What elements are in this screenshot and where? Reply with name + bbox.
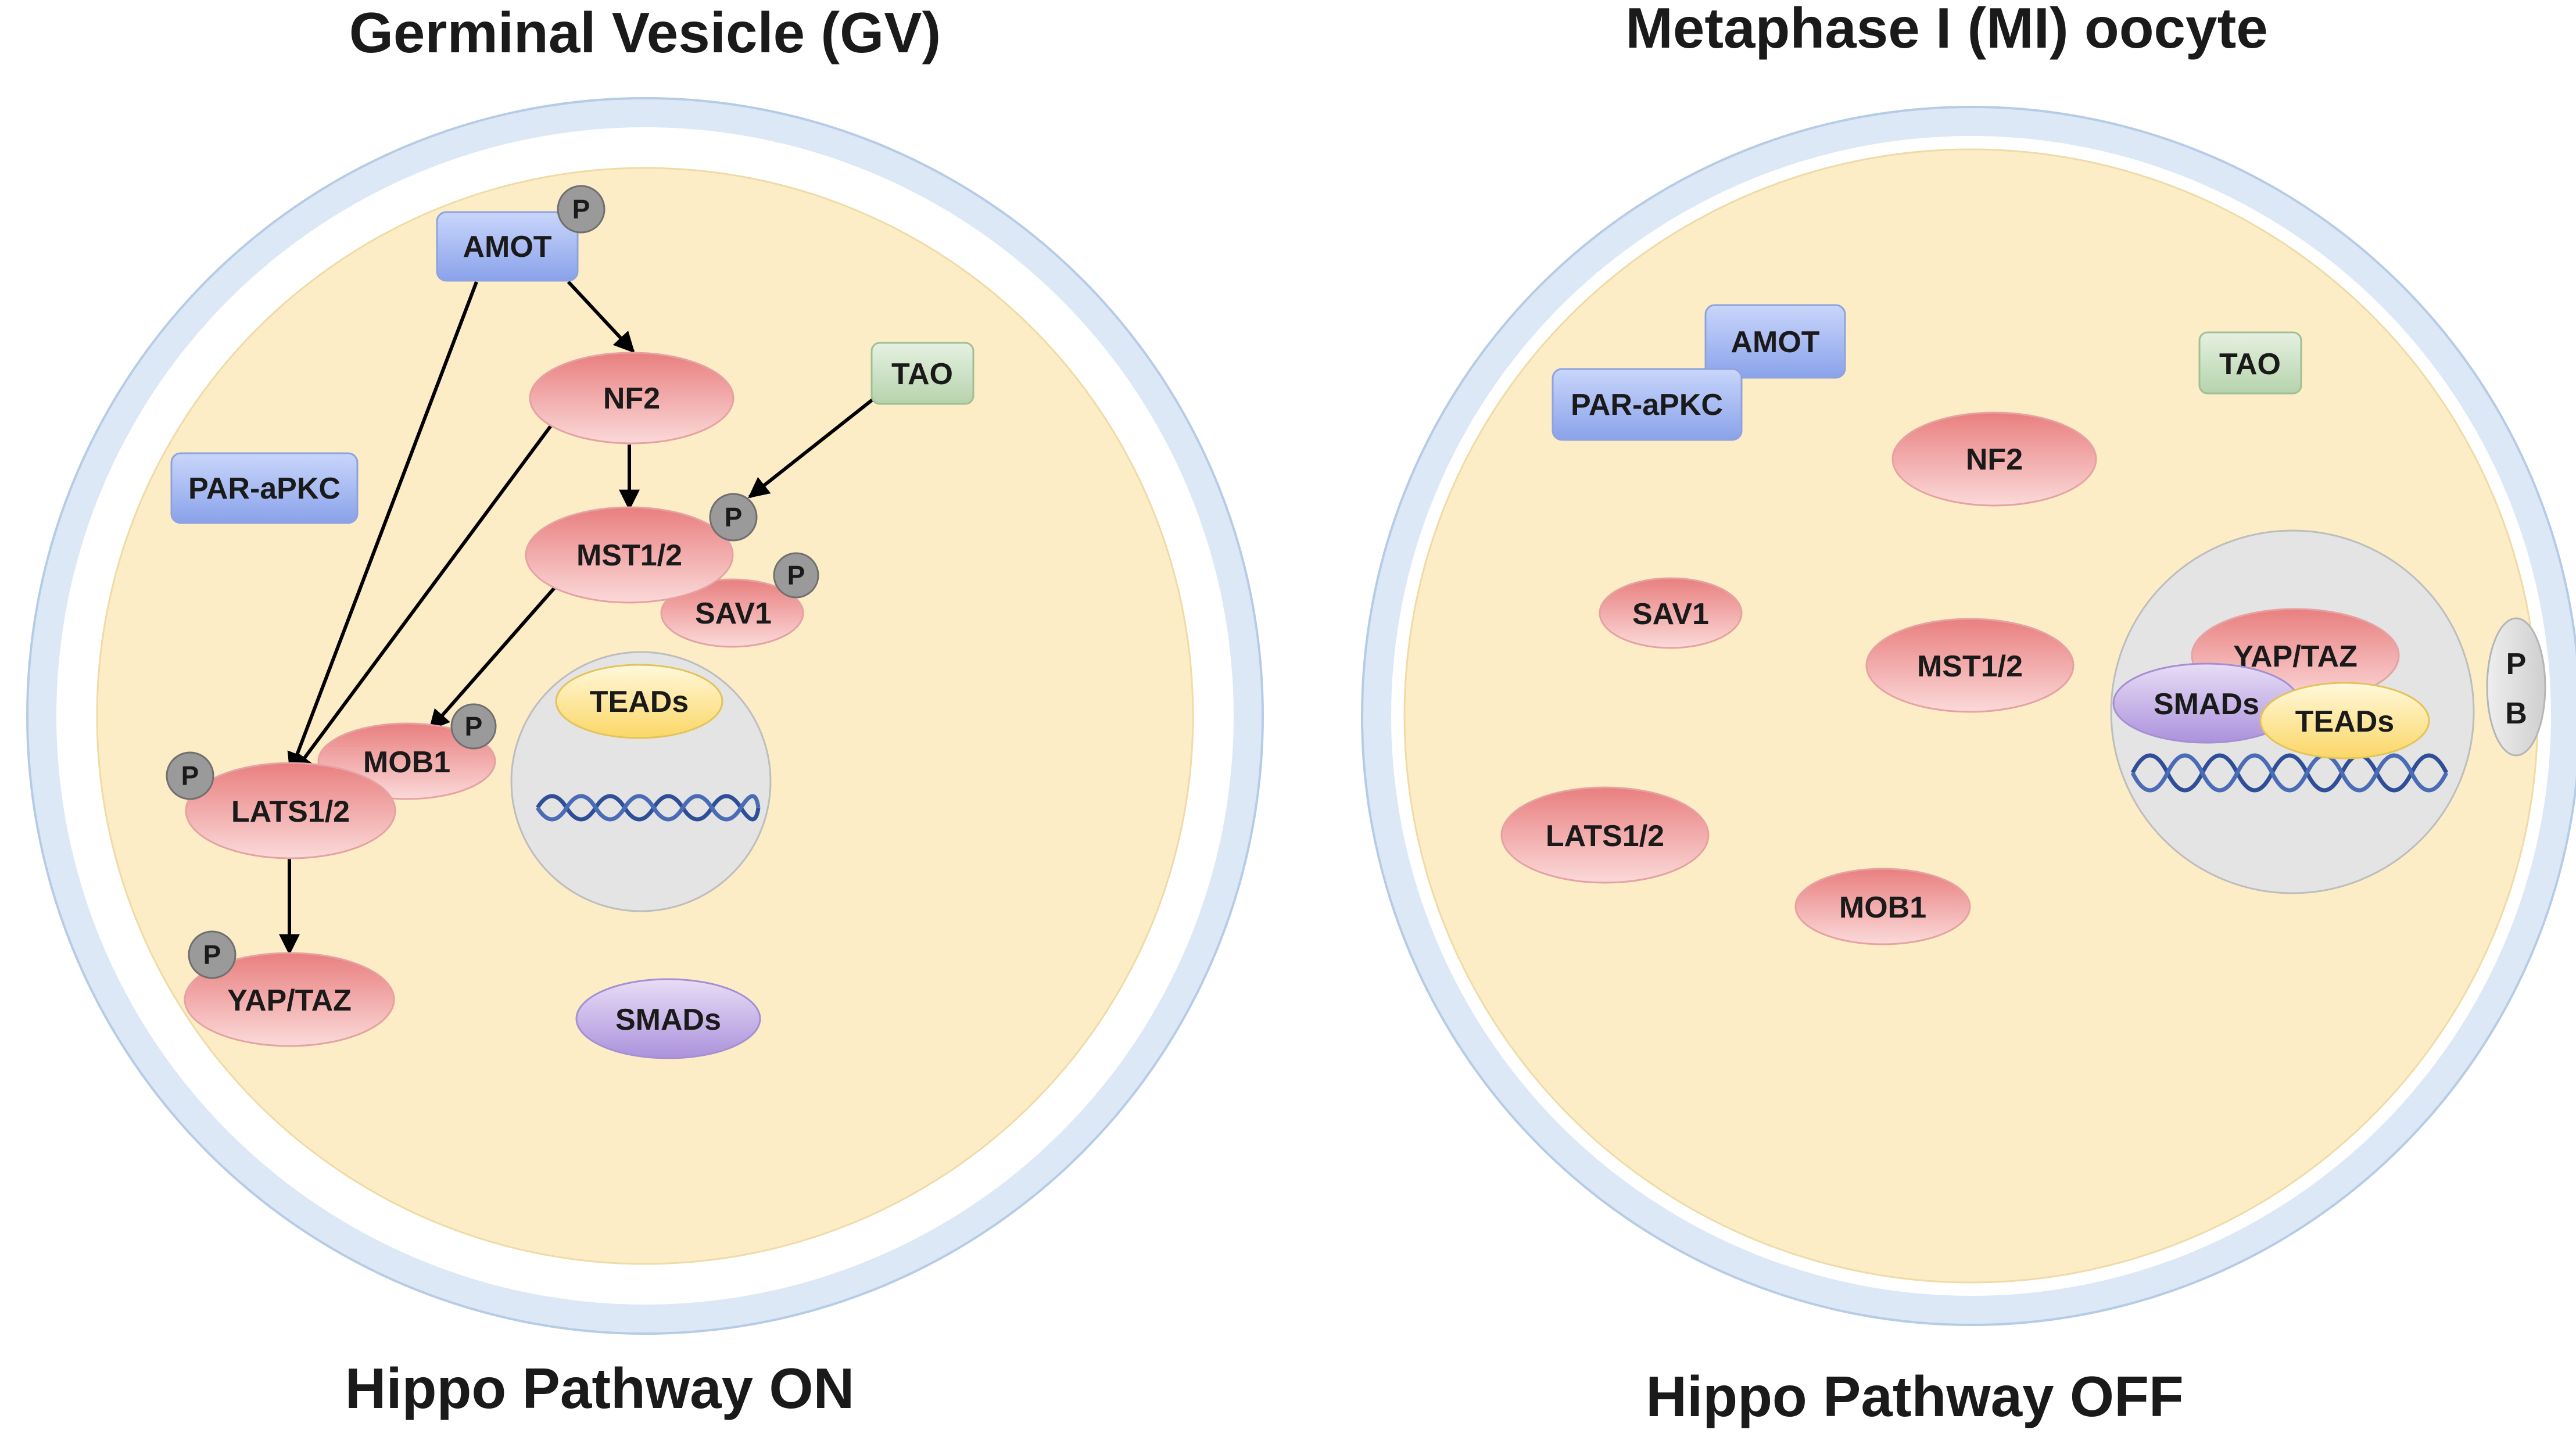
mi-mob1: MOB1: [1794, 868, 1971, 945]
gv-tao-label: TAO: [891, 357, 953, 391]
gv-sav1: SAV1: [660, 578, 804, 648]
gv-oocyte-panel: Germinal Vesicle (GV) AMOT P: [26, 1, 1264, 1420]
mi-sav1: SAV1: [1599, 577, 1743, 649]
gv-title: Germinal Vesicle (GV): [349, 1, 941, 65]
gv-mst12-label: MST1/2: [576, 539, 682, 572]
gv-yaptaz: YAP/TAZ: [184, 952, 395, 1047]
gv-mst12-phospho-label: P: [725, 502, 743, 532]
mi-yaptaz-label: YAP/TAZ: [2233, 640, 2358, 673]
mi-sav1-label: SAV1: [1632, 597, 1709, 631]
gv-dna-helix-2: [536, 794, 761, 822]
gv-mob1-phospho-label: P: [465, 711, 483, 741]
gv-nf2: NF2: [529, 352, 735, 445]
gv-yaptaz-phospho: P: [188, 930, 237, 979]
gv-sav1-phospho-label: P: [787, 560, 805, 590]
mi-mob1-label: MOB1: [1839, 891, 1926, 925]
gv-mob1-label: MOB1: [363, 746, 450, 779]
mi-teads-label: TEADs: [2295, 705, 2394, 739]
mi-dna-helix-2: [2130, 753, 2449, 793]
mi-amot: AMOT: [1704, 304, 1846, 379]
mi-pb-p-label: P: [2506, 647, 2527, 681]
mi-mst12-label: MST1/2: [1917, 650, 2023, 683]
mi-lats12-label: LATS1/2: [1546, 819, 1664, 853]
mi-amot-label: AMOT: [1731, 325, 1819, 359]
mi-lats12: LATS1/2: [1500, 786, 1710, 884]
mi-par-apkc-label: PAR-aPKC: [1571, 388, 1723, 422]
arrow-tao-to-mst: [748, 396, 876, 499]
mi-title: Metaphase I (MI) oocyte: [1625, 0, 2267, 60]
gv-sav1-phospho: P: [773, 552, 819, 599]
gv-amot: AMOT: [436, 211, 579, 282]
gv-footer: Hippo Pathway ON: [345, 1356, 855, 1420]
gv-nf2-label: NF2: [603, 382, 660, 415]
gv-sav1-label: SAV1: [695, 597, 772, 630]
gv-yaptaz-phospho-label: P: [203, 940, 221, 970]
gv-par-apkc: PAR-aPKC: [170, 452, 359, 524]
gv-teads: TEADs: [555, 664, 723, 739]
gv-mst12-phospho: P: [709, 493, 758, 542]
arrow-mst-to-mob1: [428, 583, 560, 731]
gv-smads: SMADs: [575, 978, 761, 1059]
arrow-amot-to-lats: [287, 281, 478, 774]
gv-mob1-phospho: P: [450, 703, 497, 750]
mi-teads: TEADs: [2259, 682, 2430, 760]
gv-teads-label: TEADs: [590, 685, 689, 719]
mi-tao-label: TAO: [2219, 347, 2281, 381]
gv-smads-label: SMADs: [615, 1003, 721, 1037]
mi-par-apkc: PAR-aPKC: [1552, 368, 1743, 441]
gv-amot-phospho: P: [557, 185, 606, 234]
gv-yaptaz-label: YAP/TAZ: [227, 984, 352, 1018]
gv-mst12: MST1/2: [525, 506, 734, 604]
gv-lats12-label: LATS1/2: [231, 795, 350, 829]
mi-dna-helix-1: [2130, 753, 2449, 793]
mi-nf2: NF2: [1891, 411, 2097, 507]
mi-smads: SMADs: [2112, 662, 2301, 744]
gv-lats12: LATS1/2: [185, 762, 396, 859]
mi-polar-body: P B: [2486, 617, 2546, 757]
gv-lats12-phospho: P: [166, 751, 214, 800]
gv-tao: TAO: [870, 342, 974, 405]
gv-par-apkc-label: PAR-aPKC: [188, 472, 341, 506]
gv-pathway-arrows: [279, 280, 876, 955]
gv-amot-phospho-label: P: [572, 194, 590, 224]
mi-footer: Hippo Pathway OFF: [1646, 1364, 2184, 1428]
mi-smads-label: SMADs: [2154, 687, 2259, 721]
mi-oocyte-panel: Metaphase I (MI) oocyte P B AMOT PAR-aPK…: [1361, 0, 2576, 1428]
mi-pb-b-label: B: [2505, 697, 2527, 730]
mi-nf2-label: NF2: [1966, 443, 2023, 477]
mi-tao: TAO: [2198, 331, 2302, 395]
arrow-amot-to-nf2: [567, 280, 635, 353]
gv-lats12-phospho-label: P: [181, 761, 199, 791]
arrow-nf2-to-lats: [292, 423, 554, 775]
gv-amot-label: AMOT: [463, 230, 551, 264]
mi-mst12: MST1/2: [1865, 618, 2075, 713]
